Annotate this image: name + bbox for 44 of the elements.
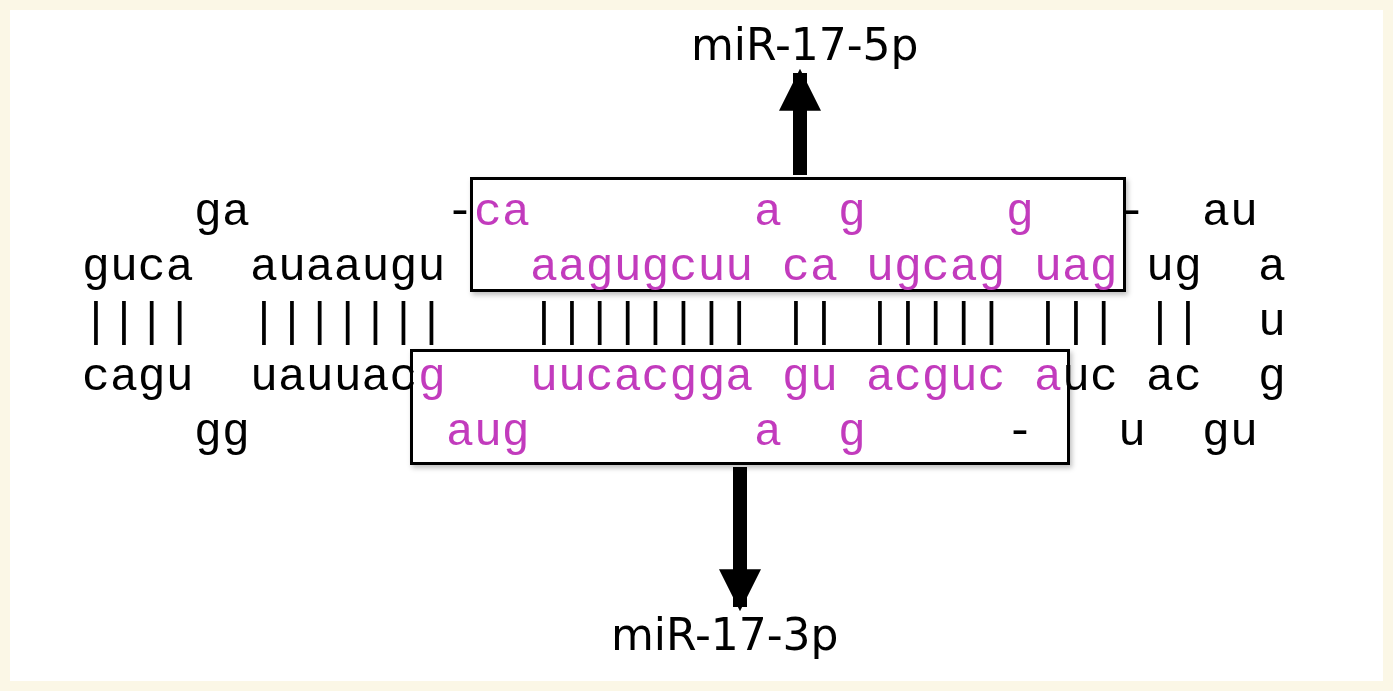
- sequence-text: gu: [782, 351, 838, 405]
- sequence-text: |||||||: [250, 296, 446, 350]
- sequence-text: ca: [782, 241, 838, 295]
- sequence-text: ||: [782, 296, 838, 350]
- sequence-text: |||: [1034, 296, 1118, 350]
- sequence-text: uucacgga: [530, 351, 754, 405]
- sequence-text: auaaugu: [250, 241, 446, 295]
- sequence-text: a: [1258, 241, 1286, 295]
- sequence-text: -: [1118, 186, 1146, 240]
- sequence-text: g: [1258, 351, 1286, 405]
- mirna-label: miR-17-5p: [691, 19, 919, 71]
- sequence-text: -: [446, 186, 474, 240]
- sequence-text: gg: [194, 406, 250, 460]
- sequence-text: ugcag: [866, 241, 1006, 295]
- sequence-text: a: [754, 186, 782, 240]
- arrow: [779, 68, 821, 175]
- sequence-text: guca: [82, 241, 194, 295]
- sequence-text: u: [1258, 296, 1286, 350]
- sequence-text: -: [1006, 406, 1034, 460]
- sequence-text: aagugcuu: [530, 241, 754, 295]
- highlight-box: [470, 177, 1126, 292]
- sequence-text: a: [1034, 351, 1062, 405]
- sequence-text: g: [418, 351, 446, 405]
- sequence-text: ga: [194, 186, 250, 240]
- sequence-text: ||: [1146, 296, 1202, 350]
- sequence-text: g: [838, 406, 866, 460]
- sequence-text: uag: [1034, 241, 1118, 295]
- arrow: [719, 467, 761, 612]
- sequence-text: ac: [1146, 351, 1202, 405]
- sequence-text: cagu: [82, 351, 194, 405]
- sequence-text: a: [754, 406, 782, 460]
- sequence-text: ||||: [82, 296, 194, 350]
- mirna-label: miR-17-3p: [611, 609, 839, 661]
- sequence-text: ||||||||: [530, 296, 754, 350]
- sequence-text: acguc: [866, 351, 1006, 405]
- sequence-text: u: [1118, 406, 1146, 460]
- sequence-text: au: [1202, 186, 1258, 240]
- sequence-text: gu: [1202, 406, 1258, 460]
- sequence-text: g: [838, 186, 866, 240]
- sequence-text: |||||: [866, 296, 1006, 350]
- sequence-text: g: [1006, 186, 1034, 240]
- sequence-text: ug: [1146, 241, 1202, 295]
- sequence-text: aug: [446, 406, 530, 460]
- sequence-text: ca: [474, 186, 530, 240]
